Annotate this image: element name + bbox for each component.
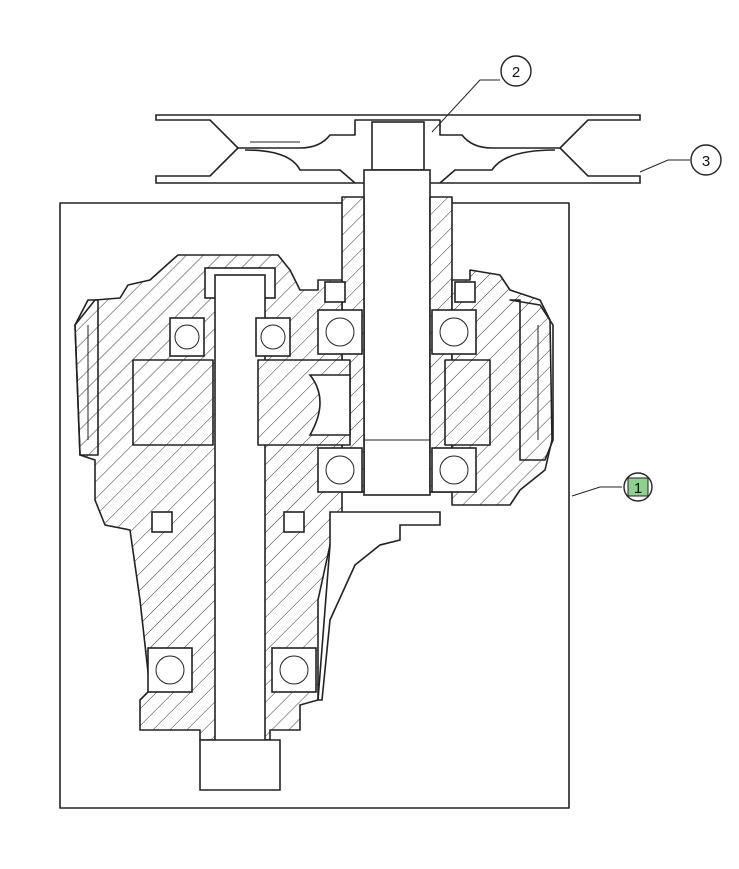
pulley <box>155 114 641 184</box>
callout-1[interactable]: 1 <box>623 472 653 502</box>
callout-3[interactable]: 3 <box>690 144 722 176</box>
bearing <box>255 317 291 357</box>
output-shaft <box>363 169 431 496</box>
bearing <box>317 309 363 355</box>
callout-3-label: 3 <box>702 153 710 170</box>
leader-line-1 <box>571 486 622 497</box>
bearing <box>431 447 477 493</box>
callout-1-highlight <box>627 477 649 497</box>
bearing <box>271 647 317 693</box>
callout-1-label: 1 <box>634 480 642 497</box>
assembly-boundary-box <box>59 202 570 809</box>
seals <box>151 281 476 533</box>
housing-fins-left <box>74 299 99 456</box>
bearing <box>169 317 205 357</box>
gears <box>132 359 491 446</box>
leader-line-2 <box>431 79 500 133</box>
lower-flange <box>317 511 441 701</box>
callout-2-label: 2 <box>512 64 520 81</box>
leader-line-3 <box>639 159 690 173</box>
bearing <box>431 309 477 355</box>
bearing <box>317 447 363 493</box>
bearing <box>147 647 193 693</box>
callout-2[interactable]: 2 <box>500 55 532 87</box>
bearings <box>147 309 477 693</box>
housing-fins-right <box>509 299 554 461</box>
